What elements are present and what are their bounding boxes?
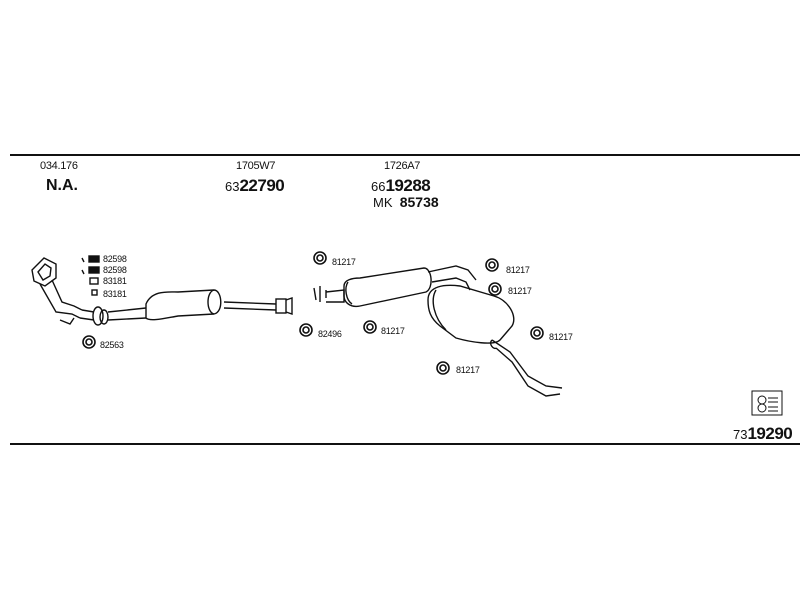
top-rule: [10, 154, 800, 156]
col3-mk-number: 85738: [399, 194, 439, 210]
footer-part-number: 7319290: [733, 424, 793, 444]
col3-part-number: 6619288: [371, 176, 431, 196]
ring-81217-e: [530, 326, 544, 340]
front-muffler-part: [107, 289, 293, 321]
col1-value: N.A.: [46, 177, 78, 194]
label-81217-e: 81217: [549, 332, 573, 342]
label-81217-c: 81217: [506, 265, 530, 275]
ring-81217-c: [485, 258, 499, 272]
ring-81217-a: [313, 251, 327, 265]
col3-code: 1726A7: [384, 160, 421, 172]
col2-number: 22790: [239, 176, 285, 195]
col2-prefix: 63: [225, 179, 240, 194]
label-81217-a: 81217: [332, 257, 356, 267]
ring-82563: [82, 335, 96, 349]
label-83181-a: 83181: [103, 276, 127, 286]
bottom-rule: [10, 443, 800, 445]
col3-mk-label: MK: [373, 195, 393, 210]
ring-81217-b: [363, 320, 377, 334]
label-81217-d: 81217: [508, 286, 532, 296]
label-83181-b: 83181: [103, 289, 127, 299]
label-82598-a: 82598: [103, 254, 127, 264]
label-82598-b: 82598: [103, 265, 127, 275]
label-81217-b: 81217: [381, 326, 405, 336]
col3-number: 19288: [385, 176, 431, 195]
ring-82496: [299, 323, 313, 337]
footer-prefix: 73: [733, 427, 748, 442]
rear-muffler-part: [313, 265, 563, 397]
label-82496: 82496: [318, 329, 342, 339]
col2-part-number: 6322790: [225, 176, 285, 196]
col3-prefix: 66: [371, 179, 386, 194]
clamp-icons: [81, 255, 100, 296]
footer-number: 19290: [747, 424, 793, 443]
front-flange-part: [79, 306, 109, 326]
label-82563: 82563: [100, 340, 124, 350]
col3-mk: MK 85738: [373, 194, 439, 210]
ring-81217-d: [488, 282, 502, 296]
ring-81217-f: [436, 361, 450, 375]
label-81217-f: 81217: [456, 365, 480, 375]
col2-code: 1705W7: [236, 160, 276, 172]
front-pipe-part: [31, 257, 83, 325]
col1-code: 034.176: [40, 160, 78, 172]
catalog-icon: [751, 390, 783, 416]
